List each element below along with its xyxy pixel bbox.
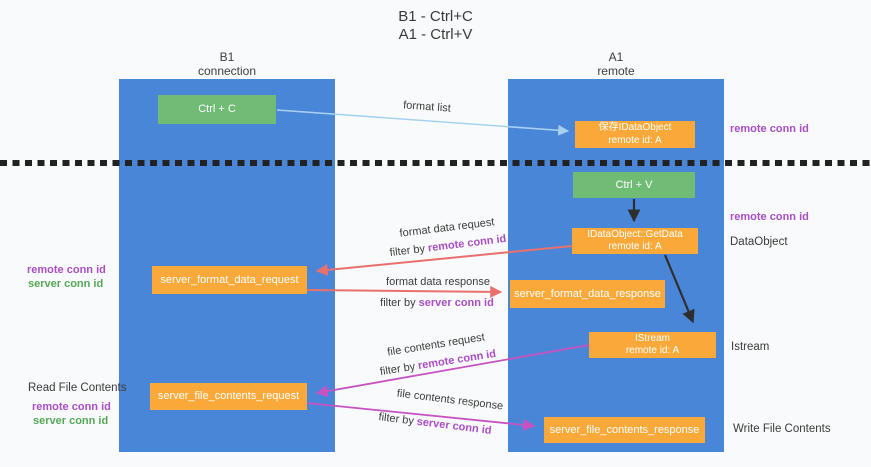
node-istream-line2: remote id: A (625, 345, 680, 356)
node-server-file-contents-response-label: server_file_contents_response (549, 423, 700, 436)
node-getdata-line1: IDataObject::GetData (587, 228, 683, 240)
node-save-idataobject: 保存IDataObject remote id: A (575, 121, 695, 148)
node-server-format-data-response: server_format_data_response (510, 280, 665, 308)
side-label-remote-conn-id-bottom-left: remote conn id (32, 401, 111, 413)
server-conn-id-text: server conn id (418, 297, 494, 309)
node-server-format-data-response-label: server_format_data_response (514, 287, 661, 300)
lane-a1-subtitle: remote (597, 64, 635, 78)
edge-label-format-data-response: format data response (386, 276, 490, 288)
node-server-file-contents-request-label: server_file_contents_request (157, 390, 300, 402)
filter-by-text: filter by (389, 242, 426, 260)
arrow-format-data-response (306, 285, 503, 298)
filter-by-text: filter by (380, 297, 416, 309)
remote-conn-id-text: remote conn id (427, 232, 507, 255)
side-label-read-file-contents: Read File Contents (28, 382, 127, 394)
side-label-dataobject: DataObject (730, 236, 788, 248)
side-label-write-file-contents: Write File Contents (733, 423, 831, 435)
lane-b1-name: B1 (219, 50, 235, 64)
node-server-file-contents-request: server_file_contents_request (150, 383, 307, 410)
node-istream-line1: IStream (634, 332, 670, 344)
node-istream: IStream remote id: A (589, 332, 716, 358)
node-server-format-data-request: server_format_data_request (152, 266, 307, 294)
server-conn-id-text: server conn id (416, 415, 493, 437)
node-idataobject-getdata: IDataObject::GetData remote id: A (572, 228, 698, 254)
lane-header-b1: B1 connection (119, 50, 335, 78)
side-label-server-conn-id-top-left: server conn id (28, 278, 104, 290)
node-ctrl-v-label: Ctrl + V (615, 178, 653, 191)
node-getdata-line2: remote id: A (608, 241, 662, 252)
side-label-remote-conn-id-top-left: remote conn id (27, 264, 106, 276)
lane-a1-name: A1 (608, 50, 624, 64)
side-label-remote-conn-id-top-right: remote conn id (730, 123, 809, 135)
title-line-2: A1 - Ctrl+V (398, 26, 473, 43)
node-ctrl-c-label: Ctrl + C (198, 103, 236, 115)
side-label-remote-conn-id-mid-right: remote conn id (730, 211, 809, 223)
filter-by-text: filter by (377, 411, 415, 428)
edge-label-format-list: format list (402, 99, 452, 115)
lane-header-a1: A1 remote (508, 50, 724, 78)
node-save-idataobject-line2: remote id: A (608, 134, 662, 146)
node-server-file-contents-response: server_file_contents_response (544, 417, 705, 443)
filter-by-text: filter by (379, 360, 417, 379)
node-ctrl-c: Ctrl + C (158, 95, 276, 124)
edge-label-file-contents-response: file contents response (396, 387, 504, 413)
node-save-idataobject-line1: 保存IDataObject (598, 122, 672, 133)
title-line-1: B1 - Ctrl+C (398, 8, 473, 25)
side-label-server-conn-id-bottom-left: server conn id (33, 415, 109, 427)
node-ctrl-v: Ctrl + V (573, 172, 695, 198)
side-label-istream: Istream (731, 341, 770, 353)
node-server-format-data-request-label: server_format_data_request (160, 273, 299, 286)
lane-b1-subtitle: connection (197, 64, 257, 78)
diagram-title: B1 - Ctrl+C A1 - Ctrl+V (0, 8, 871, 44)
